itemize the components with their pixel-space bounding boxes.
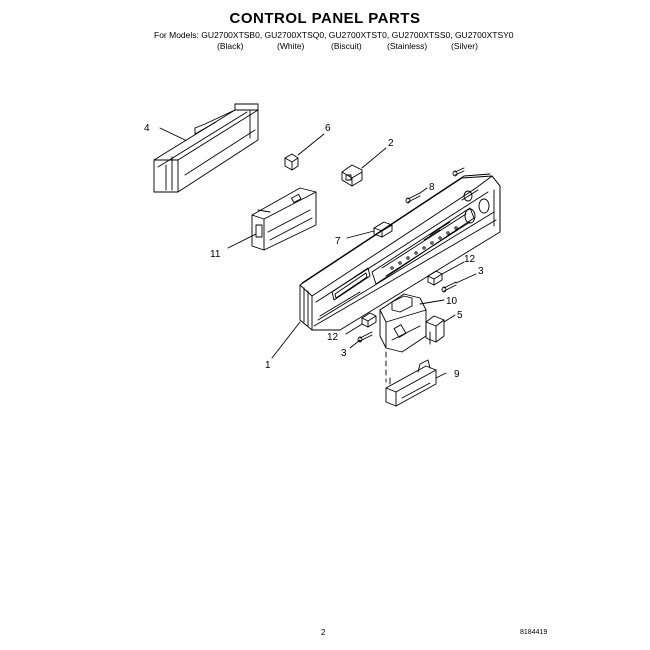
leader-8 xyxy=(419,187,428,194)
page-title: CONTROL PANEL PARTS xyxy=(229,10,421,27)
leader-12a xyxy=(441,261,465,275)
part-10-switch-bracket xyxy=(379,293,427,353)
leader-3a xyxy=(455,273,477,284)
callout-4: 4 xyxy=(144,123,150,134)
color-label-biscuit: (Biscuit) xyxy=(331,41,362,51)
callout-12-lower: 12 xyxy=(327,332,339,343)
leader-9 xyxy=(435,372,447,379)
callout-9: 9 xyxy=(454,369,460,380)
color-label-stainless: (Stainless) xyxy=(387,41,428,51)
callout-6: 6 xyxy=(325,123,331,134)
callout-5: 5 xyxy=(457,310,463,321)
part-11-control-board xyxy=(251,187,317,251)
leader-7 xyxy=(346,230,375,239)
model-list: For Models: GU2700XTSB0, GU2700XTSQ0, GU… xyxy=(154,30,514,40)
leader-3b xyxy=(349,339,361,349)
figure-id: 8184419 xyxy=(520,629,548,636)
part-3-screw-lower xyxy=(357,331,373,343)
part-8-screw-b xyxy=(452,167,465,177)
callout-11: 11 xyxy=(210,249,221,260)
part-6-knob xyxy=(284,153,299,171)
part-5-latch xyxy=(425,315,445,345)
callout-1: 1 xyxy=(265,360,271,371)
color-label-silver: (Silver) xyxy=(451,41,478,51)
leader-12b xyxy=(345,323,363,335)
page-number: 2 xyxy=(321,628,326,637)
part-4-trim xyxy=(153,103,259,193)
leader-1 xyxy=(271,321,301,359)
part-1-console xyxy=(299,173,501,331)
leader-6 xyxy=(297,133,325,156)
leader-11 xyxy=(227,233,257,249)
part-3-screw-upper xyxy=(441,281,457,293)
color-label-black: (Black) xyxy=(217,41,244,51)
callout-3-lower: 3 xyxy=(341,348,347,359)
callout-2: 2 xyxy=(388,138,394,149)
leader-2 xyxy=(361,147,387,169)
callout-7: 7 xyxy=(335,236,341,247)
callout-12-upper: 12 xyxy=(464,254,476,265)
leader-5 xyxy=(443,314,456,323)
leader-4 xyxy=(159,127,186,141)
callout-10: 10 xyxy=(446,296,458,307)
callout-3-upper: 3 xyxy=(478,266,484,277)
part-9-lower-bracket xyxy=(385,359,437,407)
color-label-white: (White) xyxy=(277,41,305,51)
callout-8: 8 xyxy=(429,182,435,193)
part-12-cap-upper xyxy=(427,270,443,286)
leader-10 xyxy=(419,299,445,305)
part-8-screw xyxy=(405,192,421,204)
part-2-clip xyxy=(341,164,363,187)
